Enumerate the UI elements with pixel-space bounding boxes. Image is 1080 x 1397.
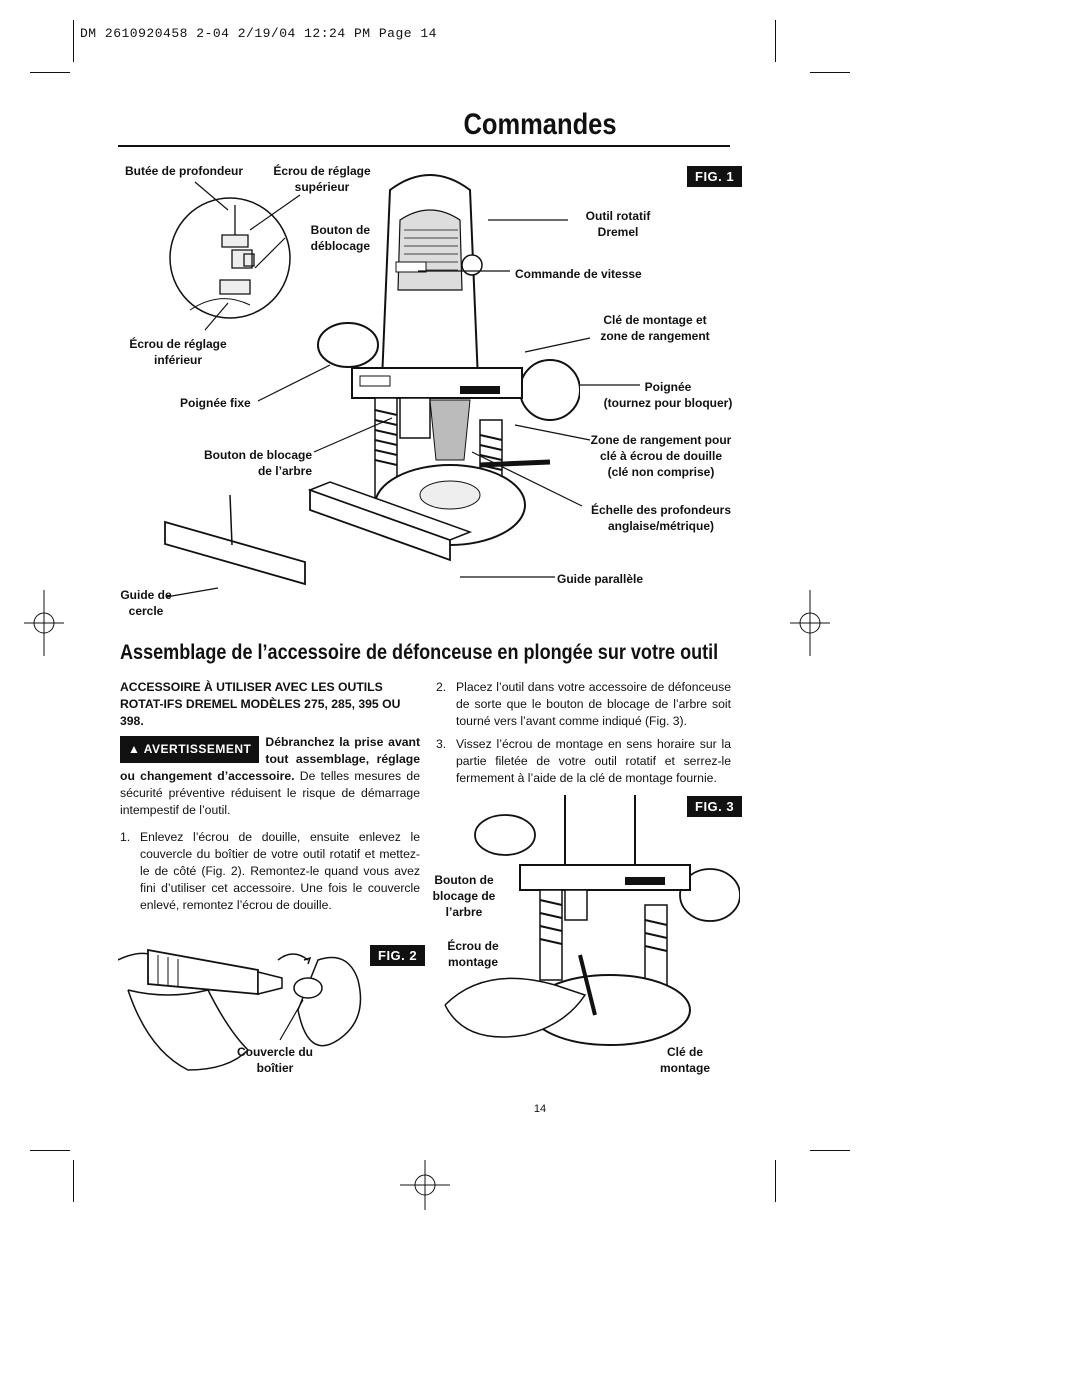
intro-text: ACCESSOIRE À UTILISER AVEC LES OUTILS RO… [120, 680, 401, 728]
right-column: 2. Placez l’outil dans votre accessoire … [436, 679, 731, 787]
crop-mark [30, 1150, 70, 1151]
steps-left: 1. Enlevez l’écrou de douille, ensuite e… [120, 829, 420, 914]
label-couvercle: Couvercle du boîtier [236, 1045, 314, 1075]
label-cle-montage-fig3: Clé de montage [659, 1045, 710, 1075]
crop-mark [775, 1160, 776, 1202]
step-item: 1. Enlevez l’écrou de douille, ensuite e… [120, 830, 420, 912]
step-item: 2. Placez l’outil dans votre accessoire … [436, 680, 731, 728]
fig3-illustration [444, 795, 740, 1046]
label-butee: Butée de profondeur [125, 164, 244, 178]
fig2-illustration [118, 948, 362, 1071]
crop-mark [73, 20, 74, 62]
fig1-leader-lines [165, 181, 640, 598]
page-title: Commandes [463, 108, 617, 141]
crop-mark [810, 1150, 850, 1151]
registration-mark-right [790, 590, 830, 656]
label-guide-cercle: Guide de cercle [120, 588, 172, 618]
fig3-badge: FIG. 3 [687, 796, 743, 817]
label-bouton-blocage-fig3: Bouton de blocage de l’arbre [432, 873, 496, 919]
crop-mark [810, 72, 850, 73]
label-outil-rotatif: Outil rotatif Dremel [585, 209, 651, 239]
registration-mark-left [24, 590, 64, 656]
label-guide-parallele: Guide parallèle [557, 572, 644, 586]
label-poignee-fixe: Poignée fixe [180, 396, 251, 410]
label-zone-rangement: Zone de rangement pour clé à écrou de do… [590, 433, 732, 479]
page-number: 14 [533, 1103, 547, 1115]
label-ecrou-inf: Écrou de réglage inférieur [129, 337, 227, 367]
label-ecrou-sup: Écrou de réglage supérieur [273, 164, 371, 194]
title-rule [118, 145, 730, 147]
warning-block: ▲ AVERTISSEMENT Débranchez la prise avan… [120, 735, 420, 817]
label-echelle: Échelle des profondeurs anglaise/métriqu… [590, 503, 732, 533]
fig1-badge: FIG. 1 [687, 166, 743, 187]
warning-badge: ▲ AVERTISSEMENT [120, 736, 260, 763]
fig2-badge: FIG. 2 [370, 945, 426, 966]
step-item: 3. Vissez l’écrou de montage en sens hor… [436, 737, 731, 785]
section-title: Assemblage de l’accessoire de défonceuse… [120, 641, 719, 664]
label-commande-vitesse: Commande de vitesse [515, 267, 642, 281]
label-bouton-deblocage: Bouton de déblocage [310, 223, 370, 253]
registration-mark-bottom [400, 1160, 450, 1210]
crop-mark [775, 20, 776, 62]
label-cle-montage: Clé de montage et zone de rangement [600, 313, 710, 343]
router-illustration [164, 174, 580, 586]
crop-mark [30, 72, 70, 73]
crop-mark [73, 1160, 74, 1202]
print-header: DM 2610920458 2-04 2/19/04 12:24 PM Page… [80, 26, 437, 41]
label-ecrou-montage: Écrou de montage [447, 939, 499, 969]
left-column: ACCESSOIRE À UTILISER AVEC LES OUTILS RO… [120, 679, 420, 914]
steps-right: 2. Placez l’outil dans votre accessoire … [436, 679, 731, 787]
label-bouton-blocage: Bouton de blocage de l’arbre [204, 448, 312, 478]
label-poignee: Poignée (tournez pour bloquer) [603, 380, 733, 410]
